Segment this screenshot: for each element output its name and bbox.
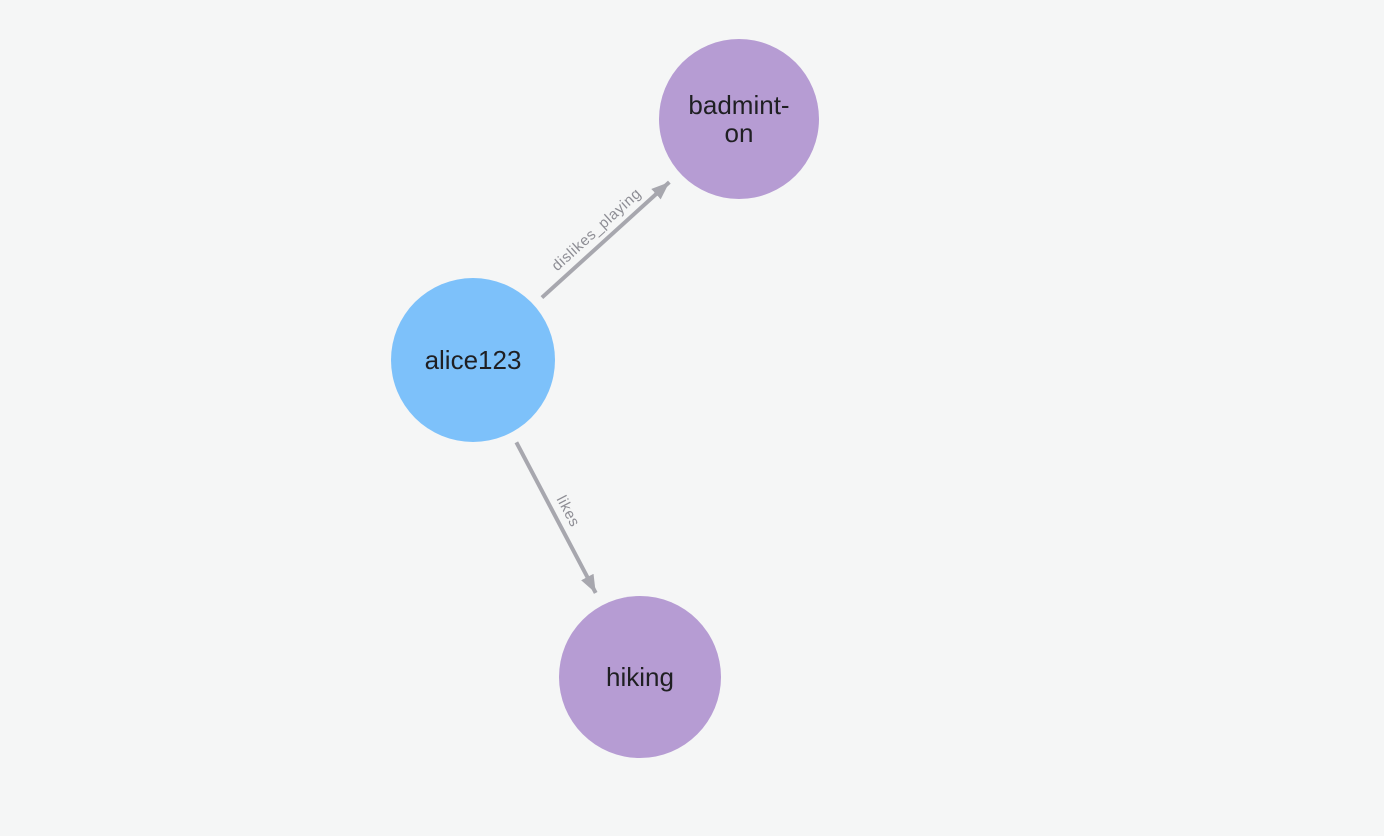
node-label: hiking — [606, 662, 674, 692]
graph-edge-alice123-hiking: likes — [514, 441, 598, 594]
node-circle — [659, 39, 819, 199]
graph-node-alice123[interactable]: alice123 — [391, 278, 555, 442]
node-circle — [391, 278, 555, 442]
edge-line — [540, 180, 671, 300]
node-circle — [559, 596, 721, 758]
graph-edge-alice123-badminton: dislikes_playing — [540, 180, 671, 300]
graph-node-badminton[interactable]: badmint-on — [659, 39, 819, 199]
edge-label: dislikes_playing — [548, 185, 644, 275]
node-label: badmint-on — [688, 90, 789, 148]
node-label: alice123 — [425, 345, 522, 375]
graph-node-hiking[interactable]: hiking — [559, 596, 721, 758]
edge-line — [514, 441, 598, 594]
